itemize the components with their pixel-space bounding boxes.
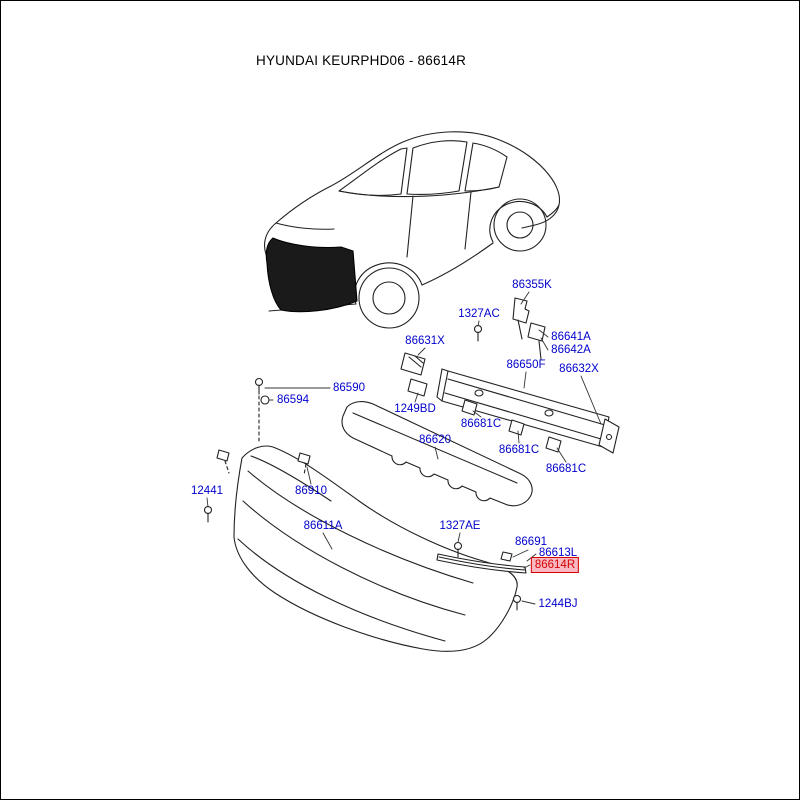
part-label-12441[interactable]: 12441 [191,485,223,497]
part-label-1244BJ[interactable]: 1244BJ [538,598,578,610]
part-label-1249BD[interactable]: 1249BD [394,403,436,415]
bumper-cover-illustration [233,445,518,652]
bracket-illustrations [400,297,562,453]
part-label-1327AC[interactable]: 1327AC [458,308,500,320]
page-title: HYUNDAI KEURPHD06 - 86614R [256,53,467,68]
part-label-86631X[interactable]: 86631X [405,335,445,347]
clip-icon [216,449,230,462]
part-label-86613L[interactable]: 86613L [538,547,578,559]
part-label-86590[interactable]: 86590 [333,382,365,394]
fastener-icons [203,324,522,611]
part-label-86632X[interactable]: 86632X [559,363,599,375]
bolt-icon [254,377,264,444]
part-label-86681C-1[interactable]: 86681C [460,418,502,430]
part-label-86681C-3[interactable]: 86681C [545,463,587,475]
part-label-86641A[interactable]: 86641A [551,331,591,343]
part-label-86650F[interactable]: 86650F [506,359,546,371]
part-label-1327AE[interactable]: 1327AE [439,520,481,532]
reinforcement-beam-illustration [436,368,620,454]
screw-icon [473,324,483,342]
rear-wheel-icon [358,267,420,329]
part-label-86355K[interactable]: 86355K [512,279,552,291]
grommet-icon [260,395,270,405]
screw-icon [512,594,522,611]
leader-lines [206,291,602,605]
part-label-86614R-highlighted[interactable]: 86614R [530,557,580,573]
clip-icon [500,551,513,562]
part-label-86594[interactable]: 86594 [277,394,309,406]
screw-icon [453,541,463,558]
part-label-86611A[interactable]: 86611A [303,520,343,532]
part-label-86691[interactable]: 86691 [515,536,547,548]
part-label-86910[interactable]: 86910 [295,485,327,497]
clip-icon [297,452,311,465]
front-wheel-icon [493,198,547,252]
part-label-86681C-2[interactable]: 86681C [498,444,540,456]
part-label-86620[interactable]: 86620 [419,434,451,446]
part-label-86642A[interactable]: 86642A [551,344,591,356]
car-illustration [263,131,561,329]
moulding-strip-illustration [436,553,527,574]
screw-icon [203,505,213,523]
